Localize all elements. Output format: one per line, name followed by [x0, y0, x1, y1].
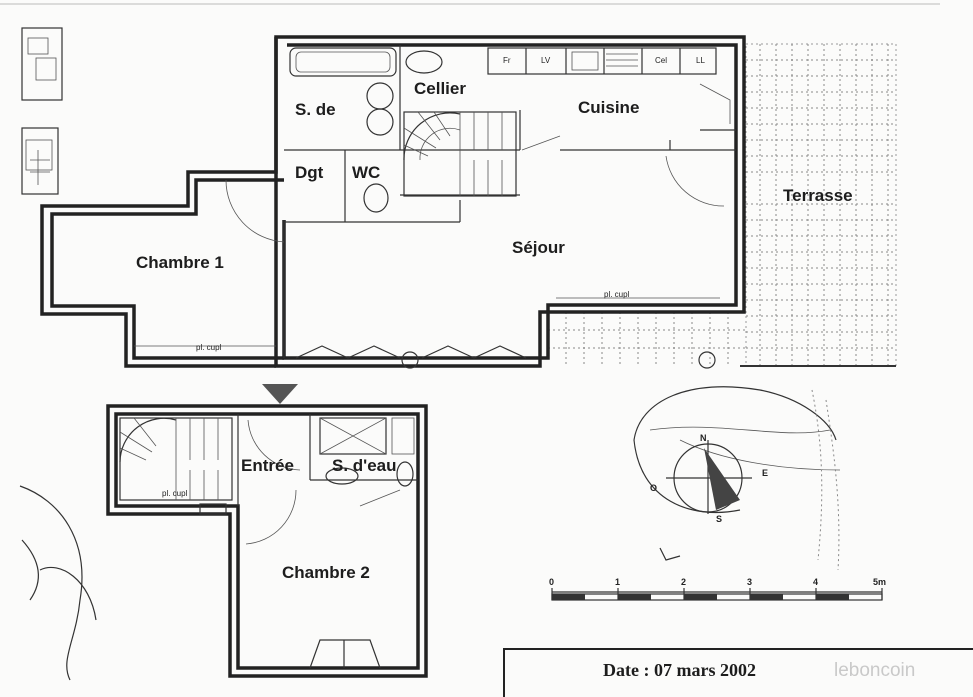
room-label-terrasse: Terrasse — [783, 186, 853, 205]
scale-tick: 4 — [813, 577, 818, 587]
room-label-cellier: Cellier — [414, 79, 466, 98]
appliance-label: LL — [696, 56, 705, 65]
placard-label: pl. cupl — [162, 489, 188, 498]
terrace-paving — [548, 43, 897, 367]
room-label-chambre-1: Chambre 1 — [136, 253, 224, 272]
compass-east: E — [762, 468, 768, 478]
appliance-label: LV — [541, 56, 551, 65]
room-label-entree: Entrée — [241, 456, 294, 475]
location-thumbnail — [21, 27, 63, 195]
placard-label: pl. cupl — [196, 343, 222, 352]
scale-tick: 2 — [681, 577, 686, 587]
room-label-salle-de-bain: S. de — [295, 100, 336, 119]
scale-tick: 1 — [615, 577, 620, 587]
compass-north: N — [700, 433, 707, 443]
leboncoin-watermark: leboncoin — [834, 660, 916, 681]
appliance-label: Cel — [655, 56, 667, 65]
room-label-chambre-2: Chambre 2 — [282, 563, 370, 582]
scale-bar: 0 1 2 3 4 5m — [549, 577, 886, 601]
room-label-sejour: Séjour — [512, 238, 565, 257]
entrance-arrow-icon — [262, 384, 298, 404]
room-label-wc: WC — [352, 163, 380, 182]
scale-tick: 0 — [549, 577, 554, 587]
scale-tick: 5m — [873, 577, 886, 587]
scale-tick: 3 — [747, 577, 752, 587]
date-box: Date : 07 mars 2002 — [503, 648, 973, 697]
lower-staircase — [119, 417, 233, 501]
plan-date: Date : 07 mars 2002 — [603, 660, 756, 680]
room-label-degagement: Dgt — [295, 163, 324, 182]
compass-rose-icon: N E S O — [633, 386, 841, 571]
compass-west: O — [650, 483, 657, 493]
kitchen-counter: Fr LV Cel LL — [487, 47, 717, 75]
staircase — [403, 111, 517, 197]
room-label-salle-d-eau: S. d'eau — [332, 456, 397, 475]
placard-label: pl. cupl — [604, 290, 630, 299]
appliance-label: Fr — [503, 56, 511, 65]
room-label-cuisine: Cuisine — [578, 98, 639, 117]
compass-south: S — [716, 514, 722, 524]
